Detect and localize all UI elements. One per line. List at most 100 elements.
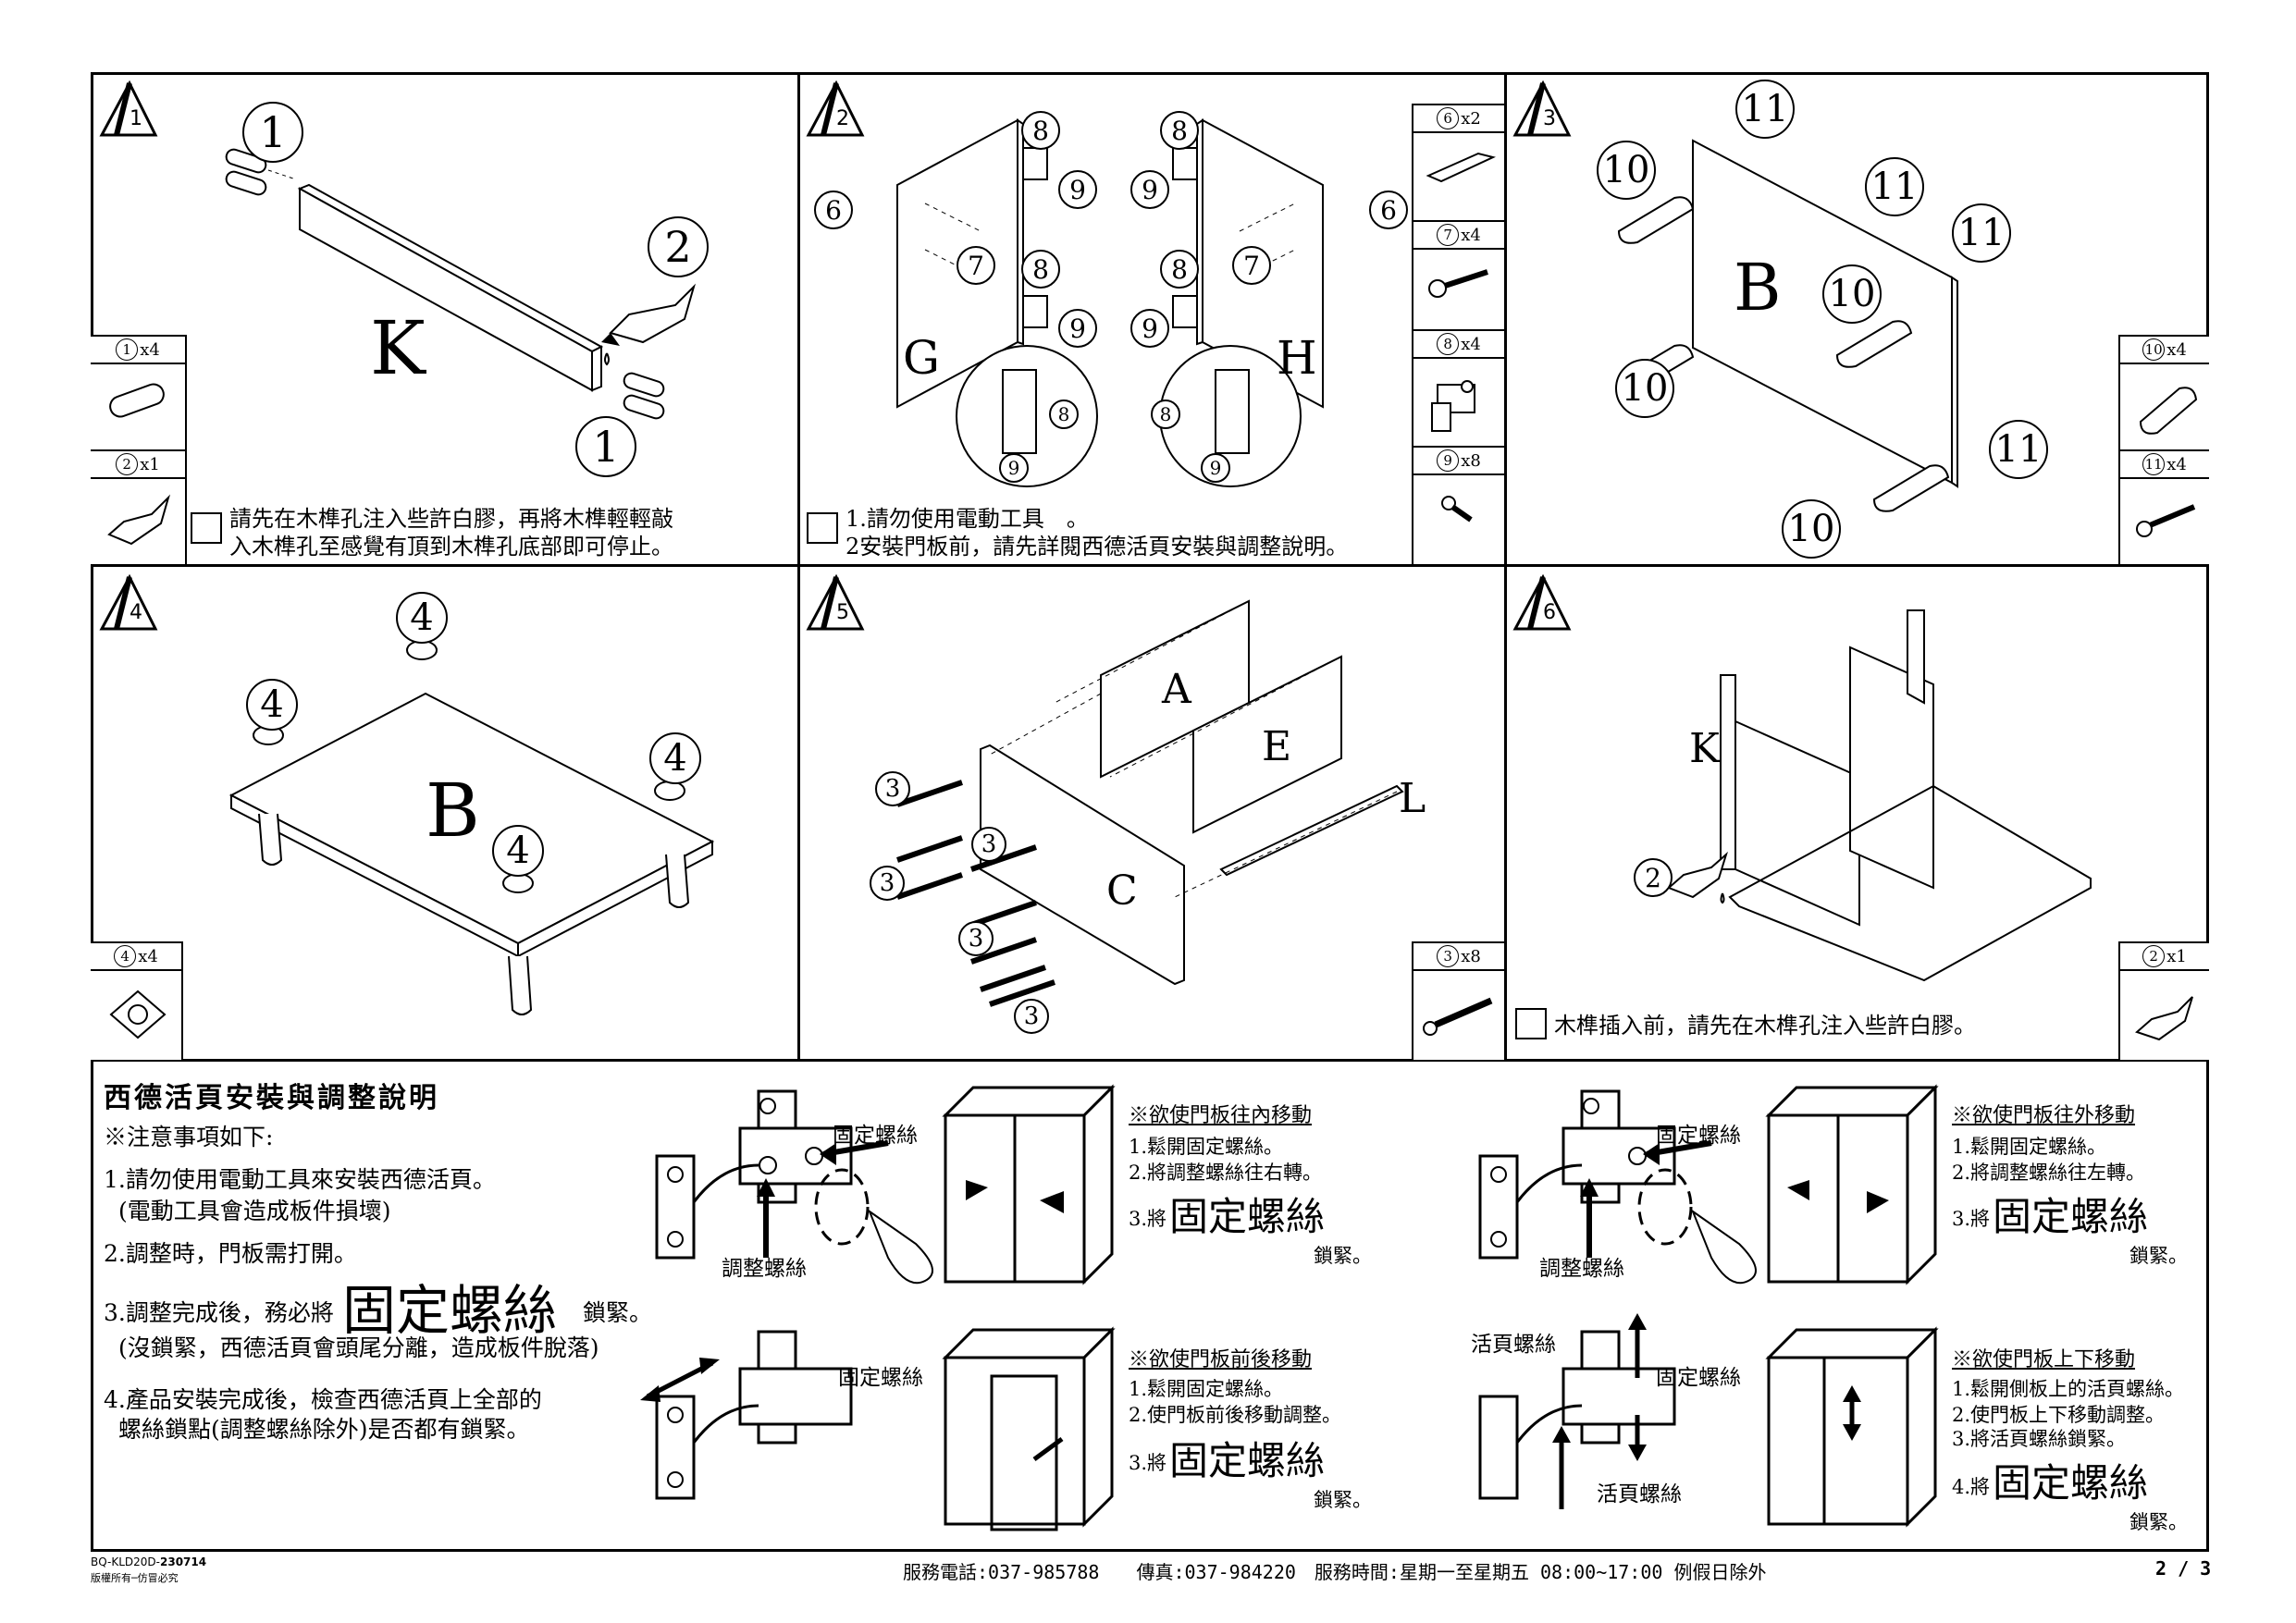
panel-line: 1.鬆開固定螺絲。 (1129, 1136, 1284, 1158)
page-number: 2 / 3 (2155, 1557, 2212, 1580)
cabinet-front-icon (942, 1326, 1116, 1531)
grid-divider (91, 564, 2209, 567)
strip-icon (1426, 152, 1496, 183)
callout-screw: 11 (1865, 157, 1924, 216)
contact-info: 服務電話:037-985788 傳真:037-984220 服務時間:星期一至星… (903, 1561, 1767, 1583)
dowel-icon (623, 372, 665, 420)
panel-step-prefix: 3.將 (1129, 1452, 1167, 1474)
panel-letter: B (426, 768, 480, 854)
panel-step-highlight: 固定螺絲 (1993, 1194, 2149, 1239)
fix-screw-label: 固定螺絲 (1656, 1366, 1741, 1390)
callout-hinge-screw: 9 (1201, 453, 1230, 483)
guide-item-3-note: (沒鎖緊，西德活頁會頭尾分離，造成板件脫落) (118, 1334, 599, 1361)
panel-line: 1.鬆開側板上的活頁螺絲。 (1952, 1378, 2185, 1400)
guide-item-4-note: 螺絲鎖點(調整螺絲除外)是否都有鎖緊。 (118, 1416, 530, 1443)
guide-item-3: 3.調整完成後，務必將 (104, 1299, 334, 1326)
callout-screw: 11 (1952, 203, 2011, 263)
board-letter-e: E (1262, 723, 1292, 770)
panel-line: 2.將調整螺絲往右轉。 (1129, 1162, 1323, 1184)
note-icon (807, 512, 838, 544)
callout-screw: 3 (875, 771, 910, 806)
adjust-screw-label: 調整螺絲 (722, 1257, 807, 1281)
hinge-diagram (655, 1089, 933, 1285)
door-letter-h: H (1277, 331, 1317, 385)
hinge-diagram (640, 1330, 853, 1500)
panel-heading: ※欲使門板前後移動 (1129, 1348, 1313, 1371)
guide-item-1: 1.請勿使用電動工具來安裝西德活頁。 (104, 1166, 496, 1193)
screw-group-icon (896, 780, 1055, 1007)
board-letter-l: L (1399, 775, 1426, 822)
panel-step-highlight: 固定螺絲 (1169, 1194, 1326, 1239)
board-k-drawing (297, 183, 604, 392)
callout-hinge-screw: 9 (1058, 309, 1097, 348)
callout-hinge-screw: 9 (1130, 309, 1169, 348)
page-frame (91, 72, 2209, 1552)
cabinet-front-icon (1765, 1084, 1939, 1285)
table-top-b-drawing (228, 692, 715, 1015)
fix-screw-label: 固定螺絲 (838, 1366, 923, 1390)
callout-leg: 10 (1822, 264, 1882, 324)
note-icon (191, 512, 222, 544)
callout-glue: 2 (1634, 858, 1673, 897)
note-line: 木榫插入前，請先在木榫孔注入些許白膠。 (1554, 1013, 1976, 1039)
callout-screw: 3 (971, 827, 1006, 862)
leg-icon (1835, 320, 1913, 368)
hinge-screw-label: 活頁螺絲 (1471, 1333, 1556, 1357)
screw-icon (2136, 504, 2196, 537)
guide-caution: ※注意事項如下: (104, 1124, 274, 1150)
panel-line: 2.使門板上下移動調整。 (1952, 1404, 2166, 1426)
callout-strip: 6 (1369, 191, 1408, 229)
screw-icon (1423, 997, 1493, 1036)
screw-icon (1428, 269, 1488, 298)
callout-leg: 10 (1597, 141, 1656, 200)
hinge-detail-circles (956, 345, 1302, 487)
step-triangle-icon (1512, 80, 1572, 137)
callout-dowel: 1 (575, 416, 636, 477)
panel-line: 2.使門板前後移動調整。 (1129, 1404, 1342, 1426)
note-line: 2安裝門板前，請先詳閱西德活頁安裝與調整說明。 (846, 534, 1349, 559)
step-triangle-icon (99, 573, 158, 631)
callout-pad: 4 (649, 732, 701, 784)
panel-heading: ※欲使門板上下移動 (1952, 1348, 2136, 1371)
panel-heading: ※欲使門板往外移動 (1952, 1104, 2136, 1127)
callout-hinge: 8 (1021, 111, 1060, 150)
cabinet-drawing (1720, 609, 2092, 982)
callout-glue: 2 (648, 216, 709, 277)
leg-icon (1617, 196, 1695, 244)
callout-screw: 3 (870, 866, 905, 901)
panel-step-prefix: 4.將 (1952, 1476, 1991, 1498)
board-letter-c: C (1106, 867, 1138, 915)
panel-line: 3.將活頁螺絲鎖緊。 (1952, 1428, 2127, 1450)
step-number: 2 (836, 107, 849, 130)
fix-screw-label: 固定螺絲 (1656, 1124, 1741, 1148)
note-line: 請先在木榫孔注入些許白膠，再將木榫輕輕敲 (229, 506, 673, 532)
panel-line: 2.將調整螺絲往左轉。 (1952, 1162, 2146, 1184)
callout-pad: 4 (246, 679, 298, 731)
callout-hinge-screw: 9 (1130, 170, 1169, 209)
panel-b-drawing (1692, 139, 1958, 488)
callout-hinge-screw: 9 (1058, 170, 1097, 209)
panel-step-prefix: 3.將 (1952, 1208, 1991, 1230)
panel-line: 1.鬆開固定螺絲。 (1952, 1136, 2107, 1158)
hinge-diagram (1478, 1089, 1757, 1285)
copyright: 版權所有─仿冒必究 (91, 1572, 179, 1584)
panel-step-suffix: 鎖緊。 (1314, 1245, 1372, 1267)
panel-step-suffix: 鎖緊。 (1314, 1489, 1372, 1511)
callout-screw: 11 (1989, 420, 2048, 479)
callout-screw: 3 (1014, 999, 1049, 1034)
callout-hinge: 8 (1021, 250, 1060, 289)
door-letter-g: G (903, 331, 940, 385)
step-number: 5 (836, 601, 849, 624)
step-number: 4 (130, 601, 142, 624)
